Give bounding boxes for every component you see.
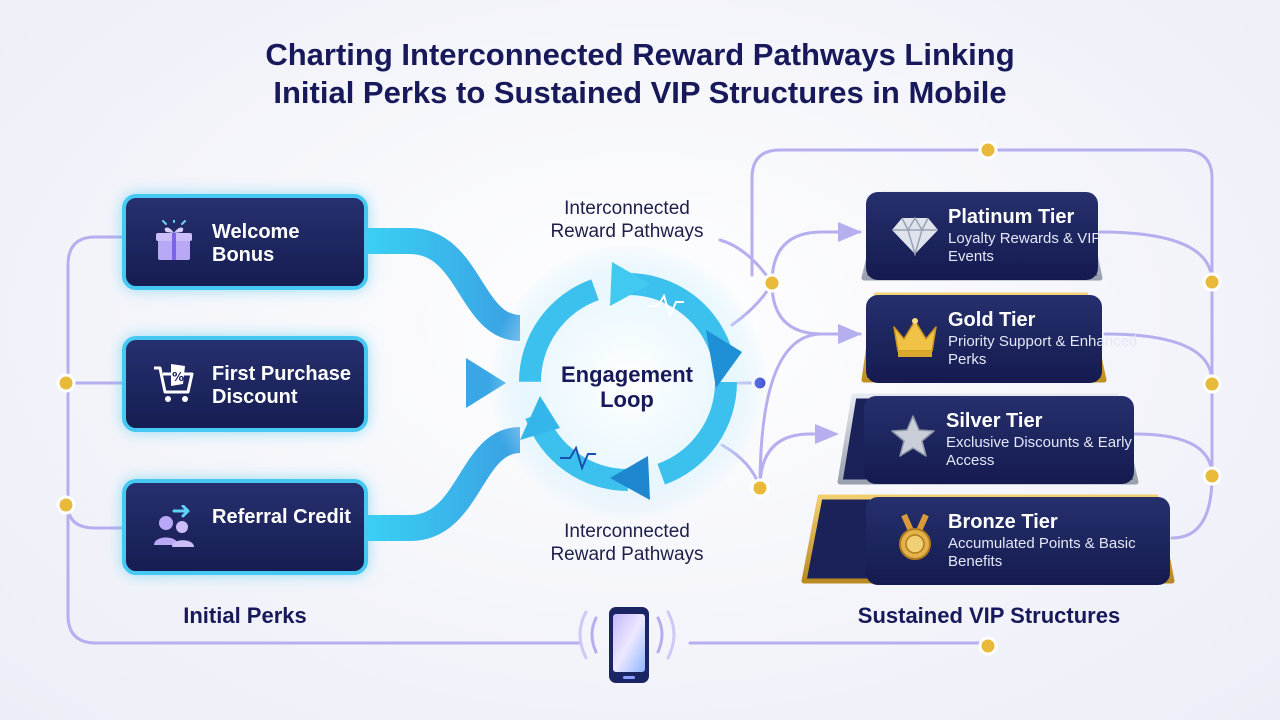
diagram-title: Charting Interconnected Reward Pathways …	[0, 36, 1280, 112]
referral-users-icon	[154, 505, 194, 547]
perk-card-referral-credit: Referral Credit	[122, 479, 368, 575]
gift-icon	[156, 220, 192, 260]
loop-arrowhead-bottom	[610, 456, 650, 500]
arrow-to-platinum	[838, 222, 862, 242]
node-right-2	[1202, 374, 1222, 394]
perk-label-first-purchase-discount: First Purchase Discount	[212, 363, 351, 408]
arrow-to-silver	[815, 424, 839, 444]
pathway-nodes	[56, 140, 1222, 656]
initial-perks-heading: Initial Perks	[183, 603, 307, 628]
node-right-3	[1202, 466, 1222, 486]
node-bottom-rail	[978, 636, 998, 656]
engagement-loop	[488, 242, 768, 522]
arrow-to-gold	[838, 324, 862, 344]
left-rail-branch-bottom	[66, 503, 127, 530]
tier-desc-platinum: Loyalty Rewards & VIP Events	[948, 230, 1102, 265]
tier-right-connector-gold	[1103, 332, 1214, 384]
perk-label-welcome-bonus: Welcome Bonus	[212, 221, 300, 266]
tier-feed-gold	[770, 281, 862, 336]
star-icon	[891, 415, 935, 457]
tier-card-bronze: Bronze Tier Accumulated Points & Basic B…	[866, 497, 1170, 585]
tier-desc-silver: Exclusive Discounts & Early Access	[946, 434, 1132, 469]
tier-name-silver: Silver Tier	[946, 410, 1043, 432]
loop-arrowhead-right	[706, 330, 742, 388]
title-line-1: Charting Interconnected Reward Pathways …	[265, 37, 1015, 72]
crown-icon	[893, 318, 937, 357]
node-branch-lower	[750, 478, 770, 498]
pathway-label-bottom: Interconnected Reward Pathways	[550, 521, 704, 565]
loop-pulse-top	[648, 293, 684, 319]
perk-flow-arrowheads	[466, 358, 506, 408]
tier-desc-bronze: Accumulated Points & Basic Benefits	[948, 535, 1136, 570]
tier-card-gold: Gold Tier Priority Support & Enhanced Pe…	[866, 295, 1137, 383]
loop-pulse-bottom	[560, 445, 596, 471]
node-top-rail	[978, 140, 998, 160]
arrowhead-first-purchase	[466, 358, 506, 408]
tier-desc-gold: Priority Support & Enhanced Perks	[948, 333, 1138, 368]
node-branch-upper	[762, 273, 782, 293]
node-right-1	[1202, 272, 1222, 292]
flow-referral	[368, 427, 522, 541]
tier-feed-gold-lower	[758, 332, 824, 490]
loop-ring	[519, 273, 737, 491]
medal-icon	[899, 513, 931, 560]
mobile-phone-icon	[578, 607, 676, 683]
engagement-loop-label: Engagement Loop	[560, 362, 694, 412]
perk-label-referral-credit: Referral Credit	[212, 506, 351, 528]
flow-welcome	[368, 228, 522, 341]
diamond-icon	[892, 216, 938, 257]
pathway-label-top: Interconnected Reward Pathways	[550, 198, 704, 242]
svg-text:%: %	[172, 370, 184, 384]
tier-right-connector-silver	[1133, 432, 1214, 478]
tier-right-connector-platinum	[1098, 230, 1214, 284]
tier-name-gold: Gold Tier	[948, 309, 1036, 331]
loop-arrowhead-top	[610, 262, 650, 306]
tier-feed-platinum	[770, 230, 862, 285]
perk-card-welcome-bonus: Welcome Bonus	[122, 194, 368, 290]
node-left-rail-mid	[56, 373, 76, 393]
percent-cart-icon: %	[154, 364, 194, 402]
tier-right-connector-bronze	[1170, 474, 1214, 540]
tier-feed-silver	[758, 432, 837, 490]
loop-arrowhead-left	[520, 396, 560, 440]
tier-card-silver: Silver Tier Exclusive Discounts & Early …	[864, 396, 1134, 484]
perk-card-first-purchase-discount: % First Purchase Discount	[122, 336, 368, 432]
tier-name-bronze: Bronze Tier	[948, 511, 1058, 533]
tier-card-platinum: Platinum Tier Loyalty Rewards & VIP Even…	[866, 192, 1101, 280]
pathway-label-top-curve	[718, 238, 774, 285]
left-rail-line	[66, 235, 582, 645]
node-left-rail-low	[56, 495, 76, 515]
vip-structures-heading: Sustained VIP Structures	[857, 603, 1121, 628]
tier-name-platinum: Platinum Tier	[948, 206, 1075, 228]
tier-arrowheads	[815, 222, 862, 444]
title-line-2: Initial Perks to Sustained VIP Structure…	[273, 75, 1007, 110]
